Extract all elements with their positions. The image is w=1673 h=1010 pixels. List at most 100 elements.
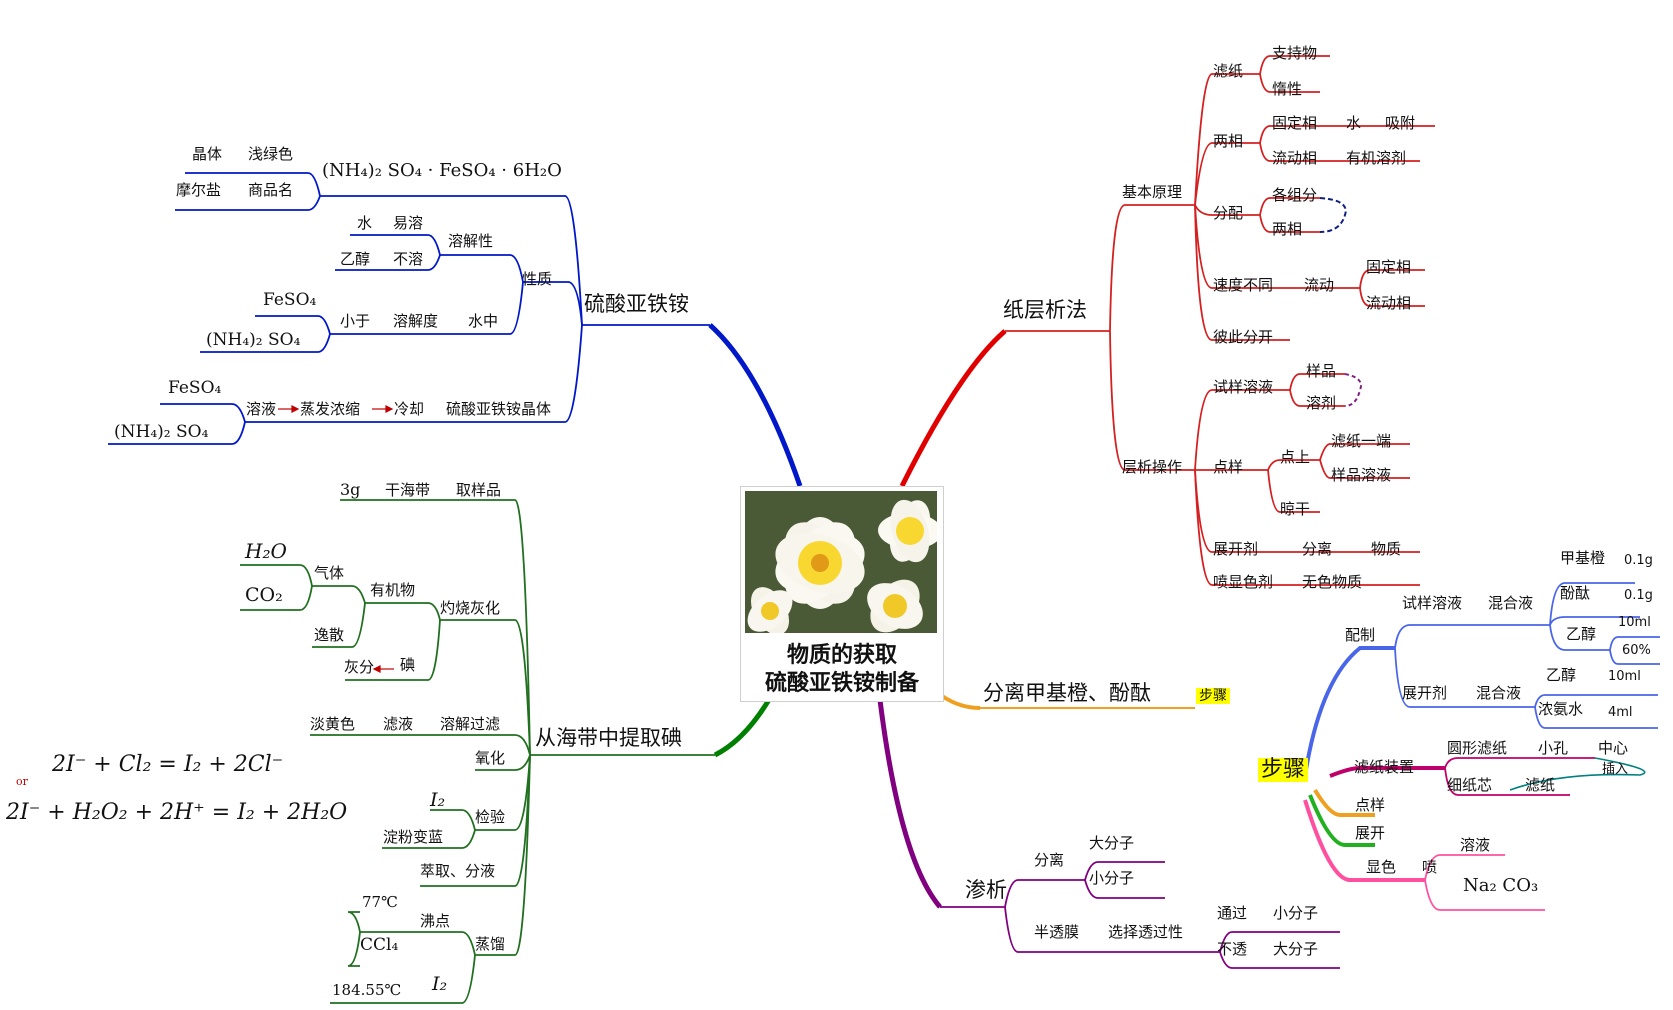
node-prepare[interactable]: 配制 [1345, 626, 1376, 644]
node-iodine-element[interactable]: 碘 [400, 656, 416, 674]
node-mohr-salt[interactable]: 摩尔盐 [176, 181, 222, 199]
node-support[interactable]: 支持物 [1272, 44, 1318, 62]
node-separate-each[interactable]: 彼此分开 [1213, 328, 1274, 346]
node-boiling-point[interactable]: 沸点 [420, 912, 451, 930]
node-solubility[interactable]: 溶解性 [448, 232, 494, 250]
node-separation[interactable]: 分离 [1302, 540, 1333, 558]
node-pass[interactable]: 通过 [1217, 904, 1248, 922]
node-mixture-1[interactable]: 混合液 [1488, 594, 1534, 612]
node-flow[interactable]: 流动 [1304, 276, 1335, 294]
node-ethanol-2[interactable]: 乙醇 [1546, 666, 1577, 684]
node-trade-name[interactable]: 商品名 [248, 181, 294, 199]
node-test-solution[interactable]: 试样溶液 [1402, 594, 1463, 612]
node-less-than[interactable]: 小于 [340, 312, 371, 330]
node-property[interactable]: 性质 [522, 270, 553, 288]
node-water-2[interactable]: 水 [357, 214, 373, 232]
node-sep[interactable]: 分离 [1034, 851, 1065, 869]
node-fas-formula[interactable]: (NH₄)₂ SO₄ · FeSO₄ · 6H₂O [322, 160, 562, 181]
node-feso4-b[interactable]: FeSO₄ [168, 378, 222, 398]
node-starch-blue[interactable]: 淀粉变蓝 [383, 828, 444, 846]
node-methyl-orange[interactable]: 甲基橙 [1560, 549, 1606, 567]
node-water[interactable]: 水 [1346, 114, 1362, 132]
node-77c[interactable]: 77℃ [362, 893, 398, 911]
node-micro-2[interactable]: 小分子 [1273, 904, 1319, 922]
node-solution-fas[interactable]: 溶液 [246, 400, 277, 418]
node-light-green[interactable]: 浅绿色 [248, 145, 294, 163]
node-micro[interactable]: 小分子 [1089, 869, 1135, 887]
node-paper-chromatography[interactable]: 纸层析法 [1003, 298, 1087, 322]
node-easy-soluble[interactable]: 易溶 [393, 214, 424, 232]
node-developer-2[interactable]: 展开剂 [1402, 684, 1448, 702]
node-ethanol[interactable]: 乙醇 [1566, 625, 1597, 643]
node-adsorb[interactable]: 吸附 [1385, 114, 1416, 132]
node-take-sample[interactable]: 取样品 [456, 481, 502, 499]
node-co2[interactable]: CO₂ [245, 584, 283, 606]
node-test[interactable]: 检验 [475, 808, 506, 826]
node-organic-solvent[interactable]: 有机溶剂 [1346, 149, 1407, 167]
node-stationary-phase-2[interactable]: 固定相 [1366, 258, 1412, 276]
node-h2o[interactable]: H₂O [245, 539, 287, 563]
node-mobile-phase-2[interactable]: 流动相 [1366, 294, 1412, 312]
node-speed-diff[interactable]: 速度不同 [1213, 276, 1274, 294]
node-sample-solution[interactable]: 试样溶液 [1213, 378, 1274, 396]
node-methyl-phenol[interactable]: 分离甲基橙、酚酞 [983, 681, 1151, 705]
node-fas[interactable]: 硫酸亚铁铵 [584, 292, 689, 316]
node-mixture-2[interactable]: 混合液 [1476, 684, 1522, 702]
node-develop[interactable]: 展开 [1355, 824, 1386, 842]
node-ash[interactable]: 灰分 [344, 658, 375, 676]
node-burn[interactable]: 灼烧灰化 [440, 599, 501, 617]
node-small-hole[interactable]: 小孔 [1538, 739, 1569, 757]
node-sample-solution-2[interactable]: 样品溶液 [1331, 466, 1392, 484]
node-insoluble[interactable]: 不溶 [393, 250, 424, 268]
node-in-water[interactable]: 水中 [468, 312, 499, 330]
node-not-pass[interactable]: 不透 [1217, 940, 1248, 958]
node-solubility-degree[interactable]: 溶解度 [393, 312, 439, 330]
node-paper-device[interactable]: 滤纸装置 [1354, 758, 1415, 776]
node-nh4so4-b[interactable]: (NH₄)₂ SO₄ [114, 422, 209, 442]
node-round-paper[interactable]: 圆形滤纸 [1447, 739, 1508, 757]
node-substance[interactable]: 物质 [1371, 540, 1402, 558]
node-macro[interactable]: 大分子 [1089, 834, 1135, 852]
node-i2-b[interactable]: I₂ [432, 973, 448, 995]
node-extract[interactable]: 萃取、分液 [420, 862, 496, 880]
node-two-phase[interactable]: 两相 [1213, 132, 1244, 150]
node-dry[interactable]: 晾干 [1280, 500, 1311, 518]
node-filter-paper[interactable]: 滤纸 [1213, 62, 1244, 80]
node-oxidize[interactable]: 氧化 [475, 749, 506, 767]
node-mobile-phase[interactable]: 流动相 [1272, 149, 1318, 167]
node-cool[interactable]: 冷却 [394, 400, 425, 418]
node-distribution[interactable]: 分配 [1213, 204, 1244, 222]
node-principle[interactable]: 基本原理 [1122, 183, 1183, 201]
node-paper-end[interactable]: 滤纸一端 [1331, 432, 1392, 450]
node-light-yellow[interactable]: 淡黄色 [310, 715, 356, 733]
node-each-component[interactable]: 各组分 [1272, 186, 1318, 204]
node-semipermeable[interactable]: 半透膜 [1034, 923, 1080, 941]
node-steps[interactable]: 步骤 [1258, 758, 1309, 782]
node-distill[interactable]: 蒸馏 [475, 935, 506, 953]
node-nh4so4-a[interactable]: (NH₄)₂ SO₄ [206, 330, 301, 350]
node-i2[interactable]: I₂ [430, 789, 446, 811]
node-dialysis[interactable]: 渗析 [965, 878, 1007, 902]
node-escape[interactable]: 逸散 [314, 626, 345, 644]
node-solution[interactable]: 溶液 [1460, 836, 1491, 854]
node-dry-kelp[interactable]: 干海带 [385, 481, 431, 499]
node-two-phase-2[interactable]: 两相 [1272, 220, 1303, 238]
node-184c[interactable]: 184.55℃ [332, 981, 402, 999]
node-colorless-substance[interactable]: 无色物质 [1302, 573, 1363, 591]
node-developer[interactable]: 展开剂 [1213, 540, 1259, 558]
node-iodine-extraction[interactable]: 从海带中提取碘 [535, 726, 682, 750]
node-spotting-2[interactable]: 点样 [1355, 796, 1386, 814]
node-stationary-phase[interactable]: 固定相 [1272, 114, 1318, 132]
node-spray-color[interactable]: 喷显色剂 [1213, 573, 1274, 591]
node-selective[interactable]: 选择透过性 [1108, 923, 1184, 941]
node-filter-paper-2[interactable]: 滤纸 [1525, 776, 1556, 794]
node-na2co3[interactable]: Na₂ CO₃ [1463, 875, 1539, 896]
node-fas-crystal[interactable]: 硫酸亚铁铵晶体 [446, 400, 552, 418]
node-ammonia[interactable]: 浓氨水 [1538, 700, 1584, 718]
node-feso4-a[interactable]: FeSO₄ [263, 290, 317, 310]
node-organic[interactable]: 有机物 [370, 581, 416, 599]
node-insert[interactable]: 插入 [1602, 762, 1629, 777]
node-dissolve-filter[interactable]: 溶解过滤 [440, 715, 501, 733]
node-solvent[interactable]: 溶剂 [1306, 394, 1337, 412]
node-gas[interactable]: 气体 [314, 564, 345, 582]
